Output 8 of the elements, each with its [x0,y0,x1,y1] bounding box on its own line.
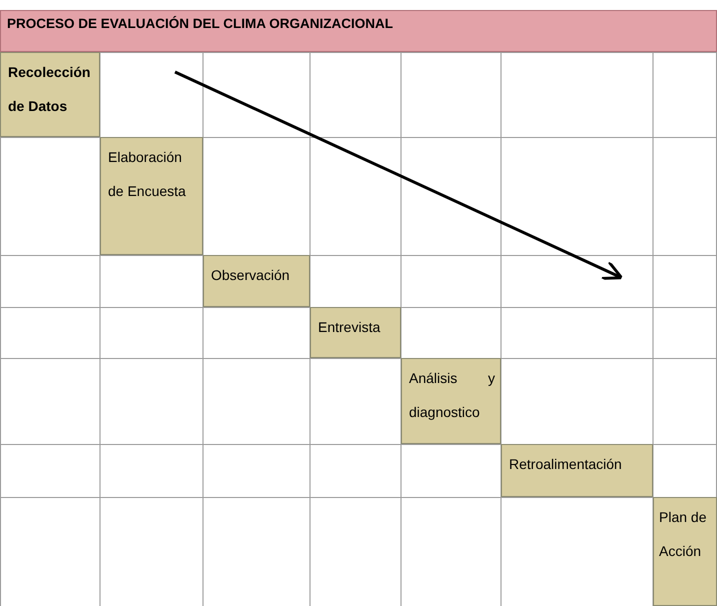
step-cell: Elaboración de Encuesta [100,137,203,255]
table-title: PROCESO DE EVALUACIÓN DEL CLIMA ORGANIZACIONAL [7,16,394,31]
step-cell: Análisis y diagnostico [401,358,501,444]
step-cell: Entrevista [310,307,401,358]
step-cell: Recolección de Datos [0,52,100,137]
step-cell: Retroalimentación [501,444,653,497]
step-cell: Observación [203,255,310,307]
step-cell: Plan de Acción [653,497,717,606]
